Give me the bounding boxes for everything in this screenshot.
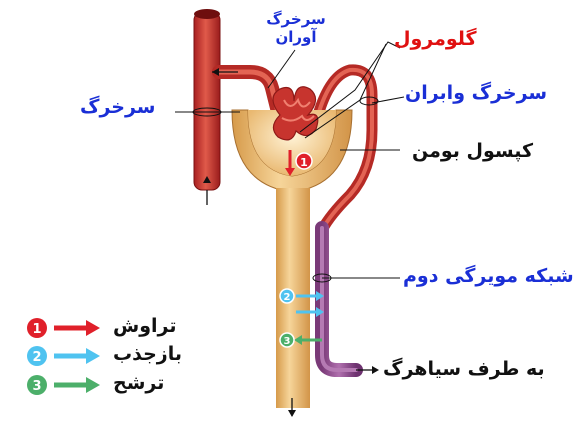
marker-3: 3 — [280, 333, 294, 347]
renal-tubule — [276, 188, 310, 417]
marker-1: 1 — [296, 153, 312, 169]
to-vein-label: به طرف سیاهرگ — [383, 358, 545, 380]
peritubular-label: شبکه مویرگی دوم — [403, 265, 574, 287]
bowman-label: کپسول بومن — [412, 140, 533, 162]
marker-2: 2 — [280, 289, 294, 303]
afferent-label-line1: سرخرگ — [266, 10, 326, 28]
legend-filtration: تراوش — [113, 315, 177, 337]
svg-text:1: 1 — [32, 322, 41, 337]
svg-text:3: 3 — [284, 336, 291, 347]
efferent-label: سرخرگ وابران — [405, 82, 547, 104]
legend-reabsorption: بازجذب — [113, 343, 182, 365]
afferent-arteriole — [212, 68, 278, 112]
glomerulus-label: گلومرول — [394, 28, 477, 50]
peritubular-capillary — [322, 228, 379, 374]
svg-text:3: 3 — [32, 379, 41, 394]
svg-text:2: 2 — [32, 350, 41, 365]
legend-secretion: ترشح — [113, 372, 164, 394]
legend-icons: 1 2 3 — [27, 318, 100, 395]
svg-text:2: 2 — [284, 292, 291, 303]
artery-label: سرخرگ — [80, 96, 155, 118]
svg-text:1: 1 — [300, 156, 308, 169]
afferent-label: سرخرگ آوران — [266, 10, 326, 46]
afferent-label-line2: آوران — [266, 28, 326, 46]
renal-artery — [194, 9, 220, 205]
